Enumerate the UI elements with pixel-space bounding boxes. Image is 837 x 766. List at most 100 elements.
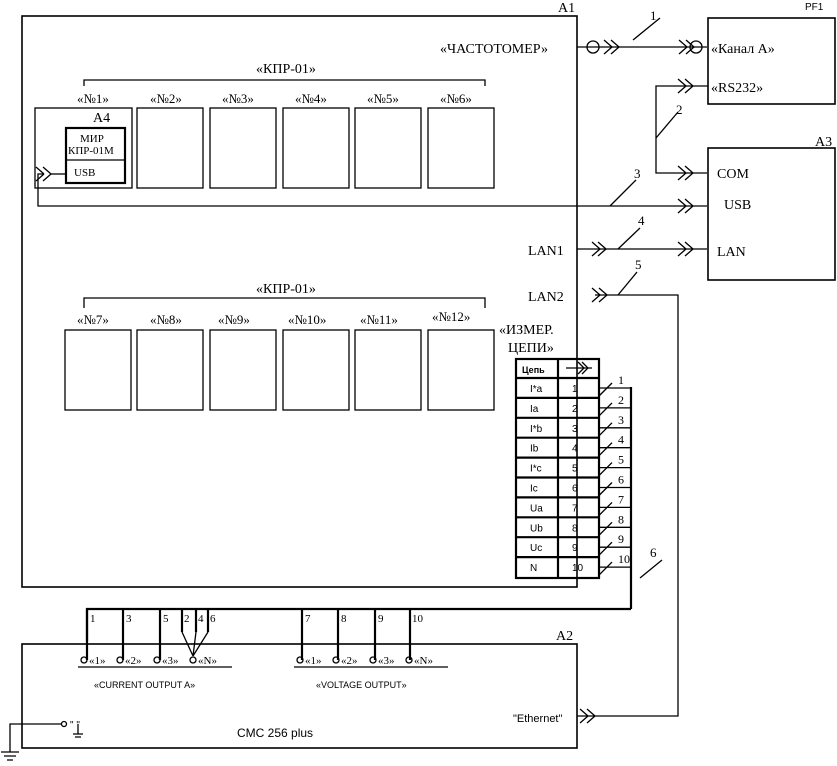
meas-table-pin: 2: [572, 404, 578, 415]
slot-box-2: [136, 107, 204, 189]
bus-label-7: 7: [305, 613, 311, 625]
bus-label-3: 3: [126, 613, 132, 625]
meas-table-circuit: Ib: [530, 444, 539, 455]
a3-lan: LAN: [717, 245, 746, 260]
slot-label-5: «№5»: [367, 91, 399, 106]
wire-number: 6: [618, 473, 624, 487]
meas-table-pin: 6: [572, 484, 578, 495]
table-wire-tick: [598, 482, 613, 496]
current-terminal-2: «2»: [125, 655, 142, 667]
a3-usb: USB: [724, 198, 751, 213]
ground-quote: " ": [70, 720, 80, 731]
cable-5: 5: [577, 257, 679, 724]
a4-line1: МИР: [80, 133, 104, 145]
cable-4: 4: [577, 213, 707, 257]
table-wire-tick: [598, 422, 613, 437]
wire-number: 9: [618, 532, 624, 546]
slot-label-10: «№10»: [288, 312, 326, 327]
slot-box-9: [209, 329, 277, 411]
bus-label-4: 4: [198, 613, 204, 625]
lan2-label: LAN2: [528, 290, 564, 305]
cable-3-number: 3: [634, 166, 641, 181]
meas-table-circuit: Uc: [530, 543, 542, 554]
ground-icon: " ": [1, 720, 83, 761]
cable-2-number: 2: [676, 102, 683, 117]
block-pf1-label: PF1: [805, 2, 824, 13]
current-output-terminals: «1» «2» «3» «N» «CURRENT OUTPUT A»: [78, 655, 232, 690]
slot-label-2: «№2»: [150, 91, 182, 106]
slot-box-5: [354, 107, 422, 189]
meas-table-pin: 8: [572, 523, 578, 534]
block-pf1: [707, 17, 836, 105]
meas-label-line2: ЦЕПИ»: [508, 341, 554, 356]
voltage-terminal-3: «3»: [378, 655, 395, 667]
meas-table-circuit: Ub: [530, 523, 543, 534]
table-wire-tick: [598, 541, 613, 556]
meas-table-circuit: I*b: [530, 424, 543, 435]
slot-box-12: [427, 329, 495, 411]
slot-label-1: «№1»: [77, 91, 109, 106]
slot-box-8: [136, 329, 204, 411]
slot-box-4: [282, 107, 350, 189]
bus-label-10: 10: [412, 613, 424, 625]
slot-box-3: [209, 107, 277, 189]
current-terminal-1: «1»: [89, 655, 106, 667]
slot-box-10: [282, 329, 350, 411]
a3-com: COM: [717, 167, 749, 182]
voltage-output-terminals: «1» «2» «3» «N» «VOLTAGE OUTPUT»: [294, 655, 448, 690]
meas-table-pin: 5: [572, 464, 578, 475]
slot-label-12: «№12»: [432, 309, 470, 324]
slot-box-11: [354, 329, 422, 411]
pf1-channel-a: «Канал А»: [711, 42, 775, 57]
wire-number: 8: [618, 512, 624, 526]
slot-label-7: «№7»: [77, 312, 109, 327]
block-a2-label: A2: [556, 629, 573, 644]
meas-table-pin: 10: [572, 563, 584, 574]
table-wire-tick: [598, 462, 613, 477]
table-wire-tick: [598, 442, 613, 457]
slot-label-8: «№8»: [150, 312, 182, 327]
kpr-top-bracket: [83, 79, 486, 86]
cable-2: 2: [655, 78, 708, 181]
lan1-label: LAN1: [528, 244, 564, 259]
table-wire-tick: [598, 402, 613, 417]
meas-table-circuit: Ic: [530, 484, 538, 495]
table-wire-tick: [598, 382, 613, 397]
cable-6-number: 6: [650, 545, 657, 560]
block-a3-label: A3: [815, 135, 832, 150]
a2-ethernet: "Ethernet": [513, 713, 562, 725]
a2-model: CMC 256 plus: [237, 726, 313, 740]
bus-labels: 1 3 5 2 4 6 7 8 9 10: [90, 613, 424, 625]
meas-table-circuit: N: [530, 563, 537, 574]
bus-label-2: 2: [184, 613, 190, 625]
meas-table-pin: 1: [572, 384, 578, 395]
meas-table-circuit: I*a: [530, 384, 543, 395]
cable-1: 1: [577, 8, 707, 55]
current-group-label: «CURRENT OUTPUT A»: [94, 680, 195, 690]
kpr-top-label: «КПР-01»: [256, 62, 316, 77]
cable-4-number: 4: [638, 213, 645, 228]
cable-1-number: 1: [650, 8, 657, 23]
bus-label-9: 9: [378, 613, 384, 625]
bus-label-8: 8: [341, 613, 347, 625]
slot-label-11: «№11»: [360, 312, 398, 327]
current-terminal-n: «N»: [198, 655, 217, 667]
block-a3: [707, 147, 836, 281]
slot-label-3: «№3»: [222, 91, 254, 106]
table-wire-tick: [598, 501, 613, 516]
current-terminal-3: «3»: [162, 655, 179, 667]
bus-label-1: 1: [90, 613, 96, 625]
wire-number: 1: [618, 373, 624, 387]
table-wire-tick: [598, 561, 613, 576]
slot-label-9: «№9»: [218, 312, 250, 327]
slots-bottom: «№7» «№8» «№9» «№10» «№11» «№12»: [64, 309, 495, 411]
pf1-rs232: «RS232»: [711, 81, 763, 96]
slots-top: «№1» «№2» «№3» «№4» «№5» «№6»: [34, 91, 495, 189]
slot-box-7: [64, 329, 132, 411]
bus-label-6: 6: [210, 613, 216, 625]
slot-box-1: [34, 107, 133, 189]
slot-label-6: «№6»: [440, 91, 472, 106]
a4-line2: КПР-01М: [68, 145, 114, 157]
table-wire-tick: [598, 521, 613, 536]
